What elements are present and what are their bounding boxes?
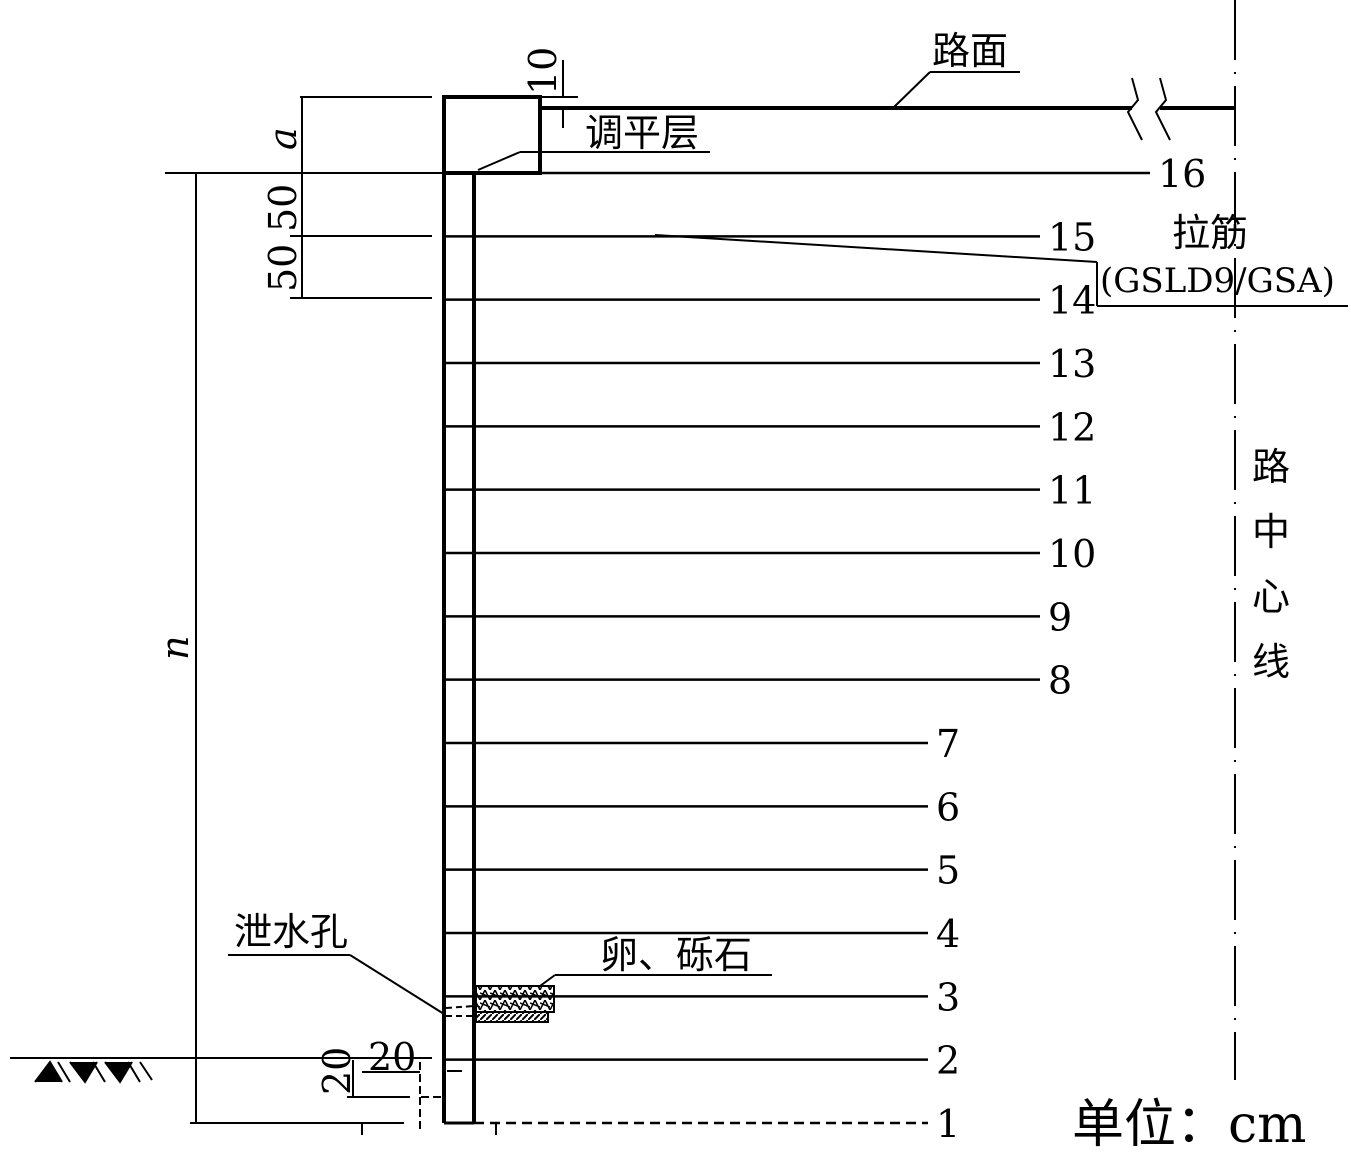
layer-number-4: 4 — [936, 912, 960, 956]
dim-a-text: a — [261, 127, 305, 150]
footing-dimensions — [347, 1060, 497, 1135]
layer-number-8: 8 — [1048, 659, 1072, 703]
ground-hatch-icon — [34, 1060, 153, 1084]
leveling-layer-callout: 调平层 — [477, 111, 710, 171]
layer-number-2: 2 — [936, 1039, 960, 1083]
layer-number-11: 11 — [1048, 469, 1096, 513]
left-dimensions — [10, 96, 432, 1124]
wall-panel — [442, 97, 476, 1125]
gravel-callout: 卵、砾石 — [475, 933, 772, 1023]
layer-number-7: 7 — [936, 722, 960, 766]
centerline-char: 线 — [1252, 640, 1290, 684]
tie-bar-callout: 拉筋 (GSLD9/GSA) — [654, 211, 1348, 307]
gravel-label: 卵、砾石 — [600, 933, 752, 977]
leveling-layer-label: 调平层 — [585, 111, 699, 155]
layer-number-1: 1 — [936, 1102, 960, 1146]
layer-number-15: 15 — [1048, 215, 1096, 259]
layer-number-6: 6 — [936, 785, 960, 829]
centerline-label: 路 中 心 线 — [1252, 445, 1290, 684]
layer-number-5: 5 — [936, 849, 960, 893]
drain-hole-callout: 泄水孔 — [228, 910, 475, 1017]
tie-bar-type-label: (GSLD9/GSA) — [1100, 261, 1335, 301]
layer-number-14: 14 — [1048, 279, 1096, 323]
centerline-char: 中 — [1252, 510, 1290, 554]
tie-bar-label: 拉筋 — [1172, 211, 1248, 255]
dimension-10: 10 — [521, 47, 578, 128]
layer-number-3: 3 — [936, 975, 960, 1019]
dim-50a-text: 50 — [261, 184, 305, 232]
road-surface-label: 路面 — [932, 29, 1008, 73]
dim-10-text: 10 — [521, 47, 565, 95]
layer-number-10: 10 — [1048, 532, 1096, 576]
unit-label: 单位：cm — [1072, 1095, 1306, 1155]
layer-number-9: 9 — [1048, 595, 1072, 639]
dim-50b-text: 50 — [261, 244, 305, 292]
centerline-char: 心 — [1252, 575, 1290, 619]
dim-20-horizontal-text: 20 — [368, 1035, 416, 1079]
dim-20-vertical-text: 20 — [315, 1047, 359, 1095]
drain-hole-label: 泄水孔 — [234, 910, 348, 954]
layer-number-13: 13 — [1048, 342, 1096, 386]
road-surface-callout: 路面 — [892, 29, 1020, 109]
dim-n-text: n — [153, 636, 197, 660]
leveling-cap — [442, 77, 1235, 175]
centerline-char: 路 — [1252, 445, 1290, 489]
layer-number-16: 16 — [1158, 152, 1206, 196]
layer-number-12: 12 — [1048, 405, 1096, 449]
